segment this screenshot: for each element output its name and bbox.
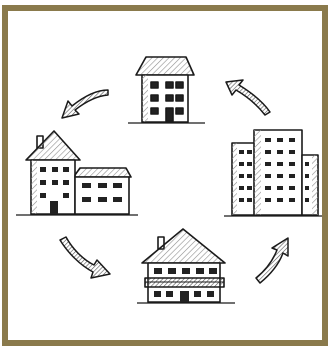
curved-arrow-icon: [60, 237, 110, 278]
apartment-towers-icon: [224, 130, 322, 216]
curved-arrow-icon: [62, 90, 108, 118]
row-houses-icon: [16, 131, 138, 215]
small-house-icon: [128, 57, 205, 123]
villa-with-balcony-icon: [137, 229, 235, 303]
curved-arrow-icon: [256, 238, 288, 283]
curved-arrow-icon: [226, 80, 270, 115]
